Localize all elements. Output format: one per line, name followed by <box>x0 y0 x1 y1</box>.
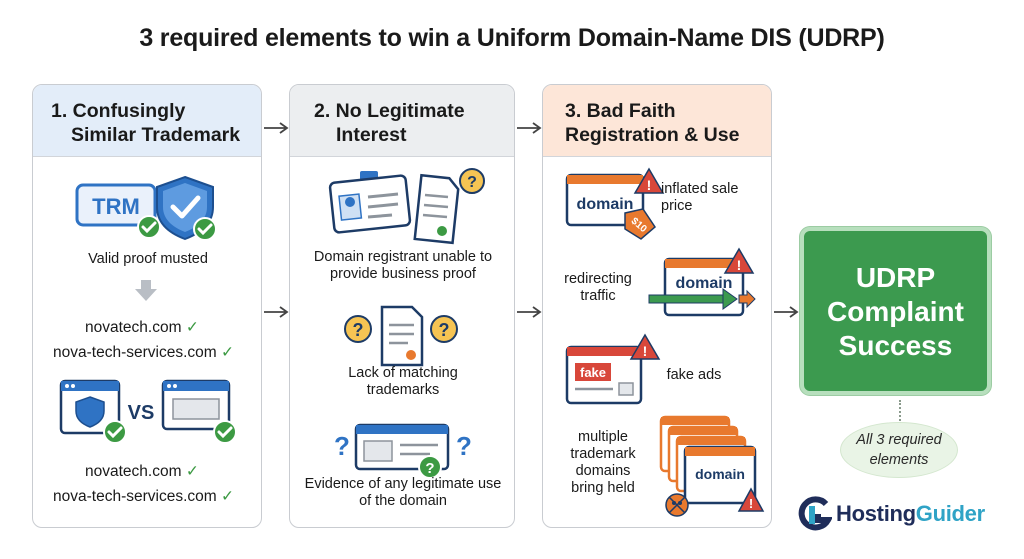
arrow-right-icon <box>517 306 542 318</box>
hostingguider-logo: HostingGuider <box>798 494 985 534</box>
logo-mark-icon <box>798 496 832 531</box>
trademark-shield-icon: TRM <box>75 175 217 241</box>
element-card-legitimate-interest: 2. No Legitimate Interest ? Domain regis… <box>289 84 515 528</box>
element-card-bad-faith: 3. Bad Faith Registration & Use domain $… <box>542 84 772 528</box>
svg-text:?: ? <box>334 431 350 461</box>
check-icon: ✓ <box>185 463 199 480</box>
trm-text: TRM <box>92 194 140 219</box>
svg-text:!: ! <box>749 496 753 511</box>
udrp-success-box: UDRP Complaint Success <box>800 227 991 395</box>
document-questions-icon: ? ? <box>344 305 458 367</box>
vs-text: VS <box>128 402 155 424</box>
dotted-connector <box>899 400 901 424</box>
svg-text:domain: domain <box>676 275 733 292</box>
fake-ad-icon: fake ! <box>565 333 661 405</box>
card-heading: 1. Confusingly Similar Trademark <box>33 85 261 157</box>
domain-item: nova-tech-services.com ✓ <box>53 488 234 505</box>
svg-text:domain: domain <box>577 196 634 213</box>
check-icon: ✓ <box>185 319 199 336</box>
browser-questions-icon: ? ? ? <box>334 423 472 479</box>
label-inflated-price: inflated sale price <box>661 181 739 214</box>
svg-text:?: ? <box>425 460 434 477</box>
svg-text:!: ! <box>737 257 742 273</box>
check-icon: ✓ <box>220 488 234 505</box>
label-redirecting-traffic: redirecting traffic <box>564 271 632 304</box>
svg-text:?: ? <box>456 431 472 461</box>
domain-item: novatech.com ✓ <box>85 319 199 336</box>
arrow-right-icon <box>774 306 799 318</box>
caption-registrant-unable: Domain registrant unable to provide busi… <box>313 249 493 282</box>
svg-text:?: ? <box>467 174 477 191</box>
caption-evidence-legitimate-use: Evidence of any legitimate use of the do… <box>304 476 502 509</box>
domain-item: novatech.com ✓ <box>85 463 199 480</box>
id-card-document-icon: ? <box>328 168 485 245</box>
svg-text:!: ! <box>647 177 652 193</box>
arrow-right-icon <box>264 306 289 318</box>
card-heading: 2. No Legitimate Interest <box>290 85 514 157</box>
multiple-domains-icon: domain ! <box>659 415 765 517</box>
valid-proof-caption: Valid proof musted <box>88 251 208 267</box>
domain-price-tag-icon: domain $10 ! <box>565 167 665 240</box>
caption-lack-trademarks: Lack of matching trademarks <box>348 365 458 398</box>
domain-item: nova-tech-services.com ✓ <box>53 344 234 361</box>
arrow-down-icon <box>135 280 157 301</box>
svg-text:fake: fake <box>580 365 606 380</box>
svg-text:!: ! <box>643 343 648 359</box>
check-icon: ✓ <box>220 344 234 361</box>
label-fake-ads: fake ads <box>666 367 722 383</box>
card-heading: 3. Bad Faith Registration & Use <box>543 85 771 157</box>
svg-text:domain: domain <box>695 466 745 482</box>
label-multiple-domains: multiple trademark domains bring held <box>570 429 636 496</box>
svg-text:?: ? <box>353 320 364 340</box>
arrow-right-icon <box>517 122 542 134</box>
svg-text:?: ? <box>439 320 450 340</box>
element-card-trademark: 1. Confusingly Similar Trademark TRM Val… <box>32 84 262 528</box>
browser-comparison-icon: VS <box>59 379 237 444</box>
page-title: 3 required elements to win a Uniform Dom… <box>139 24 885 52</box>
domain-redirect-icon: domain ! <box>648 247 756 317</box>
arrow-right-icon <box>264 122 289 134</box>
requirement-note-bubble: All 3 required elements <box>840 422 958 478</box>
